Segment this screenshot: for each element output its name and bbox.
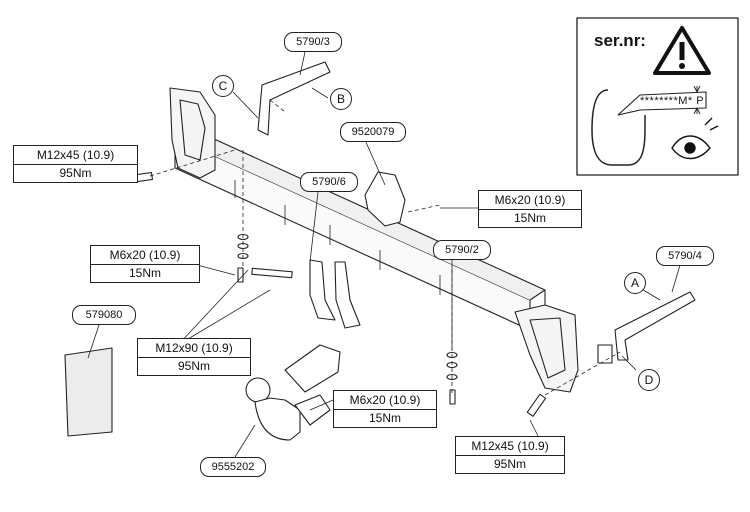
marker-b: B (330, 88, 352, 110)
torque-box-lower-center: M6x20 (10.9) 15Nm (333, 390, 437, 428)
eye-icon (671, 117, 719, 160)
bolt-spec: M12x45 (10.9) (36, 147, 115, 162)
torque-box-center: M12x90 (10.9) 95Nm (137, 338, 251, 376)
torque-value: 95Nm (14, 163, 137, 183)
callout-579080: 579080 (72, 305, 136, 325)
towball-9555202 (245, 344, 341, 441)
callout-5790-2: 5790/2 (433, 240, 491, 260)
torque-box-right-bottom: M12x45 (10.9) 95Nm (455, 436, 565, 474)
bolt-spec: M6x20 (10.9) (109, 247, 181, 262)
center-mount-brackets (309, 259, 361, 329)
bolt-spec: M6x20 (10.9) (494, 192, 566, 207)
left-bracket (169, 87, 216, 179)
marker-c: C (212, 75, 234, 97)
assembly-lines (149, 99, 621, 396)
bolt-spec: M12x90 (10.9) (155, 340, 233, 355)
serial-panel-drawing (576, 17, 739, 176)
torque-box-left-mid: M6x20 (10.9) 15Nm (90, 245, 200, 283)
socket-bracket-9520079 (364, 171, 406, 227)
right-bracket (514, 304, 579, 393)
crossbar-beam (174, 127, 546, 331)
bracket-5790-4 (614, 291, 696, 361)
torque-value: 15Nm (91, 263, 199, 283)
marker-d: D (638, 369, 660, 391)
callout-5790-6: 5790/6 (300, 172, 358, 192)
callout-5790-4: 5790/4 (656, 246, 714, 266)
bracket-5790-3 (257, 61, 331, 136)
leader-lines (87, 51, 681, 458)
marker-a: A (624, 272, 646, 294)
torque-value: 95Nm (456, 454, 564, 474)
serial-plate-code: ********M* P (640, 95, 705, 107)
torque-box-left-top: M12x45 (10.9) 95Nm (13, 145, 138, 183)
hardware-bag-579080 (64, 347, 113, 437)
bolt-spec: M12x45 (10.9) (471, 438, 549, 453)
plate-d (597, 344, 613, 364)
torque-box-right-top: M6x20 (10.9) 15Nm (478, 190, 582, 228)
torque-value: 95Nm (138, 356, 250, 376)
callout-9555202: 9555202 (200, 457, 266, 477)
serial-number-label: ser.nr: (594, 31, 646, 50)
callout-9520079: 9520079 (340, 122, 406, 142)
torque-value: 15Nm (334, 408, 436, 428)
bolt-spec: M6x20 (10.9) (349, 392, 421, 407)
warning-triangle-icon (653, 26, 711, 75)
callout-5790-3: 5790/3 (284, 32, 342, 52)
torque-value: 15Nm (479, 208, 581, 228)
